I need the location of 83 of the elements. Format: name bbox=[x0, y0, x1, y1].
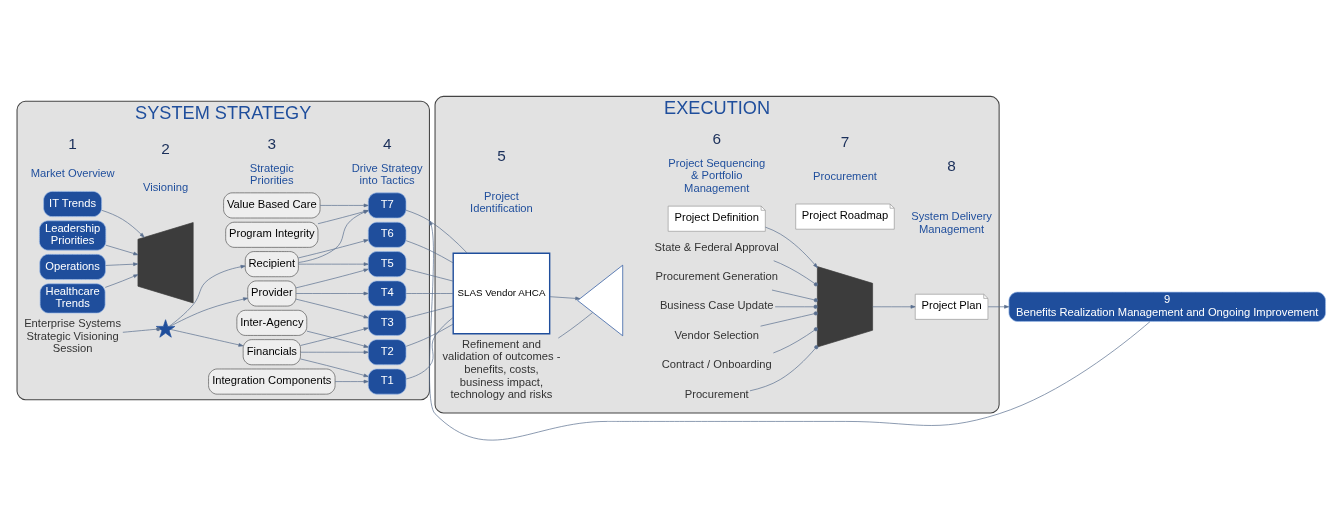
node-box: Operations bbox=[39, 254, 106, 280]
connector bbox=[773, 327, 818, 354]
node-box: Integration Components bbox=[208, 368, 336, 395]
label: Project Sequencing & Portfolio Management bbox=[668, 156, 766, 195]
node-text: Procurement bbox=[813, 170, 877, 183]
node-box: 9 Benefits Realization Management and Ongoing Improvement bbox=[1008, 291, 1326, 322]
label: 6 bbox=[712, 130, 721, 148]
label: Visioning bbox=[143, 180, 189, 193]
label: Project Identification bbox=[470, 189, 533, 215]
connector bbox=[774, 304, 818, 309]
node-text: State & Federal Approval bbox=[654, 240, 779, 253]
arrow bbox=[300, 358, 369, 378]
node-text: Refinement and validation of outcomes - benefits, costs, business impact, technology and risks bbox=[442, 337, 561, 401]
node-box: Recipient bbox=[244, 251, 299, 278]
arrow bbox=[300, 327, 369, 346]
connector bbox=[405, 305, 454, 319]
arrow bbox=[295, 298, 369, 319]
node-text: Vendor Selection bbox=[674, 328, 759, 341]
connector bbox=[749, 345, 819, 392]
arrow bbox=[319, 203, 369, 208]
arrow bbox=[169, 297, 248, 327]
node-box: T5 bbox=[367, 251, 407, 278]
arrow bbox=[549, 296, 581, 301]
node-text: Enterprise Systems Strategic Visioning Session bbox=[24, 316, 122, 355]
label: Strategic Priorities bbox=[249, 161, 294, 187]
node-box: IT Trends bbox=[43, 191, 102, 217]
arrow bbox=[306, 330, 369, 348]
node-box: Provider bbox=[247, 280, 297, 307]
node-box: T7 bbox=[367, 192, 407, 219]
connector bbox=[122, 327, 161, 333]
connector bbox=[760, 311, 818, 327]
node-box: T6 bbox=[367, 221, 407, 248]
arrow bbox=[298, 262, 369, 266]
arrow bbox=[169, 264, 246, 327]
arrow bbox=[334, 379, 369, 384]
arrow bbox=[429, 220, 1151, 441]
node-box: T1 bbox=[367, 368, 407, 395]
arrow bbox=[987, 304, 1010, 309]
node-box: Healthcare Trends bbox=[39, 283, 106, 314]
arrow bbox=[105, 262, 139, 266]
node-box: Leadership Priorities bbox=[39, 220, 107, 251]
node-box: SLAS Vendor AHCA bbox=[452, 252, 551, 335]
connector bbox=[557, 312, 593, 339]
node-text: Contract / Onboarding bbox=[661, 358, 772, 371]
arrow bbox=[105, 244, 139, 256]
node-box: T3 bbox=[367, 309, 407, 336]
connector bbox=[405, 323, 454, 347]
connector bbox=[405, 293, 454, 294]
label: 8 bbox=[947, 156, 956, 174]
connector bbox=[771, 289, 818, 303]
node-box: Program Integrity bbox=[225, 221, 319, 248]
node-box: Inter-Agency bbox=[236, 309, 308, 336]
label: System Delivery Management bbox=[911, 209, 992, 235]
node-box: Value Based Care bbox=[223, 192, 321, 219]
label: 1 bbox=[68, 135, 77, 153]
node-funnel bbox=[817, 266, 873, 348]
arrow bbox=[872, 304, 916, 309]
arrow bbox=[101, 209, 145, 238]
label: 2 bbox=[161, 140, 170, 158]
arrow bbox=[298, 239, 369, 259]
arrow bbox=[104, 274, 139, 288]
label: Market Overview bbox=[30, 167, 115, 180]
label: 7 bbox=[840, 133, 850, 151]
label: Drive Strategy into Tactics bbox=[351, 161, 423, 187]
arrow bbox=[295, 268, 369, 289]
node-box: T4 bbox=[367, 280, 407, 307]
arrow bbox=[295, 291, 369, 296]
arrow bbox=[170, 329, 244, 347]
connector bbox=[773, 260, 818, 287]
arrow bbox=[300, 350, 369, 355]
label: 3 bbox=[267, 135, 277, 153]
node-box: T2 bbox=[367, 339, 407, 366]
connector bbox=[405, 240, 454, 264]
connector bbox=[405, 268, 454, 282]
label: 4 bbox=[382, 135, 392, 153]
label: 5 bbox=[497, 147, 506, 165]
arrow bbox=[765, 226, 818, 268]
node-box: Financials bbox=[242, 339, 301, 366]
connector bbox=[405, 317, 454, 380]
connector bbox=[405, 209, 468, 254]
node-text: Business Case Update bbox=[659, 299, 774, 312]
label: Procurement bbox=[684, 387, 749, 400]
node-text: Procurement Generation bbox=[655, 270, 778, 283]
